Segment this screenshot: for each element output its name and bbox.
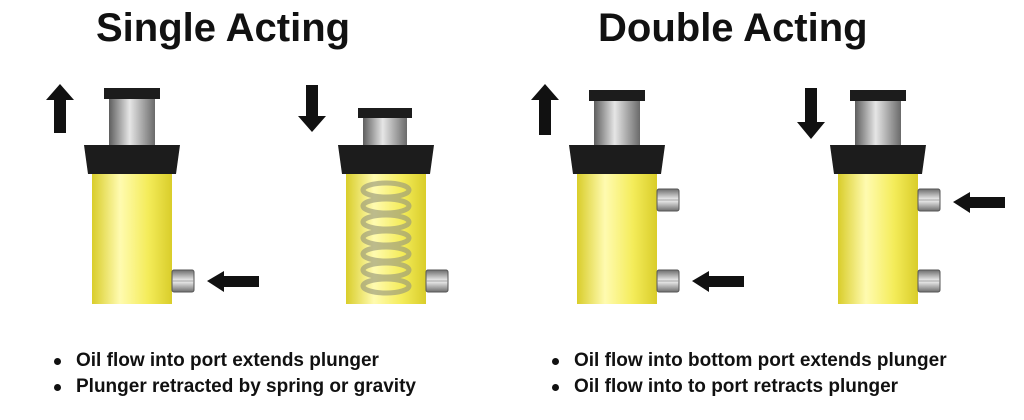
cylinder-collar	[569, 145, 665, 174]
inflow-arrow-icon	[207, 271, 259, 292]
plunger-rod	[363, 118, 407, 146]
cylinder-collar	[830, 145, 926, 174]
inflow-arrow-icon	[692, 271, 744, 292]
single-acting-title: Single Acting	[96, 6, 351, 50]
single-acting-extend-cylinder	[46, 84, 259, 304]
double-acting-extend-cylinder	[531, 84, 744, 304]
oil-port-bottom	[656, 269, 680, 293]
bullet-item: Oil flow into bottom port extends plunge…	[548, 348, 947, 374]
oil-port-top	[917, 188, 941, 212]
plunger-rod	[594, 101, 640, 147]
oil-port-bottom	[425, 269, 449, 293]
cylinder-body	[838, 174, 918, 304]
plunger-top-plate	[104, 88, 160, 99]
bullet-item: Plunger retracted by spring or gravity	[50, 374, 416, 400]
down-arrow-icon	[797, 88, 825, 139]
up-arrow-icon	[531, 84, 559, 135]
cylinder-collar	[84, 145, 180, 174]
inflow-arrow-icon	[953, 192, 1005, 213]
cylinder-body	[92, 174, 172, 304]
oil-port-bottom	[171, 269, 195, 293]
single-acting-retract-cylinder	[298, 85, 449, 304]
cylinder-diagram	[46, 84, 1005, 304]
plunger-top-plate	[850, 90, 906, 101]
plunger-rod	[855, 101, 901, 147]
plunger-top-plate	[589, 90, 645, 101]
oil-port-top	[656, 188, 680, 212]
down-arrow-icon	[298, 85, 326, 132]
cylinder-body	[577, 174, 657, 304]
double-acting-bullets: Oil flow into bottom port extends plunge…	[548, 348, 947, 400]
bullet-item: Oil flow into to port retracts plunger	[548, 374, 947, 400]
bullet-item: Oil flow into port extends plunger	[50, 348, 416, 374]
cylinder-body	[346, 174, 426, 304]
single-acting-bullets: Oil flow into port extends plunger Plung…	[50, 348, 416, 400]
return-spring	[360, 180, 412, 296]
oil-port-bottom	[917, 269, 941, 293]
plunger-rod	[109, 99, 155, 147]
up-arrow-icon	[46, 84, 74, 133]
double-acting-retract-cylinder	[797, 88, 1005, 304]
plunger-top-plate	[358, 108, 412, 118]
double-acting-title: Double Acting	[598, 6, 868, 50]
cylinder-collar	[338, 145, 434, 174]
